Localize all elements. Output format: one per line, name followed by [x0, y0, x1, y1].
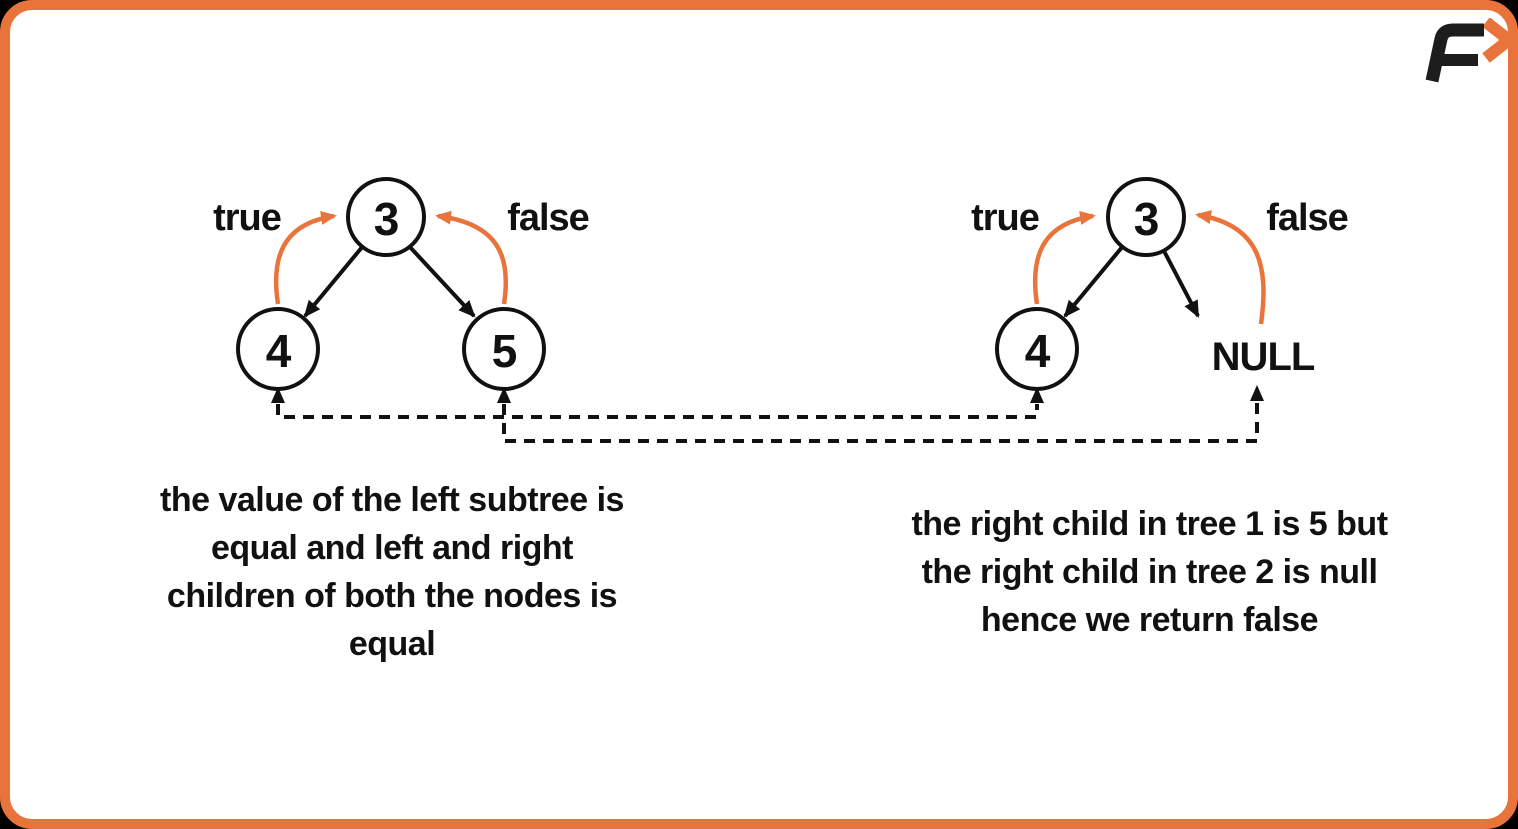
tree1: 3 4 5 true false: [213, 177, 590, 391]
tree2: 3 4 NULL true false: [971, 177, 1349, 391]
caption-right-line2: the right child in tree 2 is null: [921, 553, 1378, 591]
tree1-true-label: true: [213, 197, 281, 239]
tree2-true-label: true: [971, 197, 1039, 239]
connector-arrowhead-tree1-right: [497, 387, 511, 403]
tree1-false-label: false: [507, 197, 589, 239]
tree2-true-arrow: [1032, 211, 1096, 305]
connector-arrowhead-tree1-left: [271, 387, 285, 403]
logo-f-letter-icon: [1425, 23, 1484, 83]
tree1-true-arrow: [273, 211, 337, 305]
tree2-left-value: 4: [1025, 325, 1051, 377]
caption-left-line4: equal: [348, 625, 436, 663]
tree2-false-arrow: [1195, 210, 1266, 325]
tree1-edge-root-to-right: [407, 244, 476, 318]
tree2-edge-root-to-right: [1162, 250, 1200, 318]
caption-left-line3: children of both the nodes is: [166, 577, 618, 615]
tree1-root-node: [346, 177, 426, 257]
comparison-connectors: [271, 385, 1264, 443]
tree2-false-label: false: [1266, 197, 1348, 239]
caption-left-line2: equal and left and right: [210, 529, 574, 567]
caption-right-line1: the right child in tree 1 is 5 but: [911, 505, 1388, 543]
connector-right-children: [502, 402, 1259, 443]
connector-left-children: [276, 404, 1039, 419]
tree1-right-value: 5: [492, 325, 517, 377]
tree-comparison-diagram: 3 4 5 true false 3 4 NULL true false: [213, 177, 1349, 443]
connector-arrowhead-tree2-null: [1250, 385, 1264, 401]
caption-left: the value of the left subtree is equal a…: [102, 476, 682, 668]
caption-right-line3: hence we return false: [980, 601, 1319, 639]
favtutor-logo: [1425, 18, 1508, 83]
caption-right: the right child in tree 1 is 5 but the r…: [867, 500, 1432, 644]
tree2-root-value: 3: [1134, 193, 1159, 245]
tree2-edge-root-to-left: [1063, 244, 1125, 318]
caption-left-line1: the value of the left subtree is: [160, 481, 624, 519]
connector-arrowhead-tree2-left: [1030, 387, 1044, 403]
tree1-left-value: 4: [266, 325, 292, 377]
tree2-null-label: NULL: [1212, 335, 1315, 379]
tree1-edge-root-to-left: [303, 244, 365, 318]
tree1-root-value: 3: [374, 193, 399, 245]
logo-chevron-right-icon: [1482, 18, 1508, 63]
tree1-false-arrow: [435, 210, 509, 305]
tree2-root-node: [1106, 177, 1186, 257]
